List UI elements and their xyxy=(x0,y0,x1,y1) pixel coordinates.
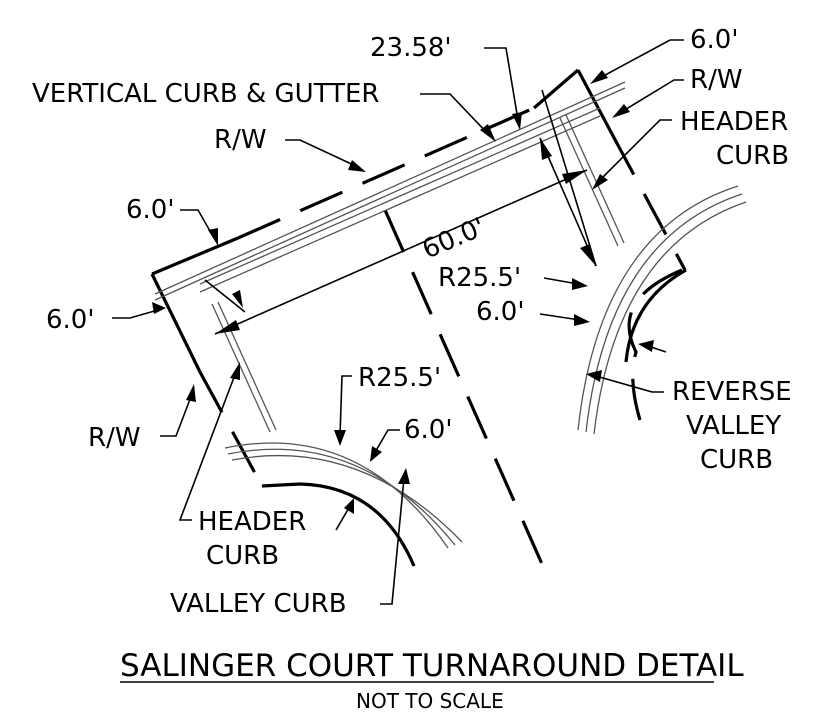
label-header-curb-right-2: CURB xyxy=(716,141,789,171)
label-reverse-valley-1: REVERSE xyxy=(672,377,792,407)
label-r25-right: R25.5' xyxy=(438,263,521,293)
header-curbs xyxy=(211,114,625,433)
label-dim-23-58: 23.58' xyxy=(370,33,452,63)
label-rw-top: R/W xyxy=(214,125,267,155)
reverse-valley-curb-tail xyxy=(624,268,687,363)
label-rw-bottom-left: R/W xyxy=(88,423,141,453)
curb-gutter-lines xyxy=(154,81,626,301)
label-dim-6-left-lower: 6.0' xyxy=(46,305,95,335)
right-curb-arcs xyxy=(577,185,747,435)
label-rw-top-right: R/W xyxy=(690,65,743,95)
label-header-curb-left-2: CURB xyxy=(206,541,279,571)
label-r25-bottom: R25.5' xyxy=(358,363,441,393)
label-dim-6-bottom: 6.0' xyxy=(404,415,453,445)
label-reverse-valley-3: CURB xyxy=(700,445,773,475)
drawing-subtitle: NOT TO SCALE xyxy=(356,689,504,713)
label-dim-6-right-mid: 6.0' xyxy=(476,297,525,327)
drawing-title: SALINGER COURT TURNAROUND DETAIL xyxy=(120,648,744,684)
leaders xyxy=(112,39,684,605)
label-valley-curb: VALLEY CURB xyxy=(170,589,347,619)
reverse-valley-curb-arc xyxy=(627,268,683,421)
dimension-23-58 xyxy=(539,89,597,267)
label-header-curb-right-1: HEADER xyxy=(680,107,788,137)
label-vertical-curb-gutter: VERTICAL CURB & GUTTER xyxy=(32,79,380,109)
label-reverse-valley-2: VALLEY xyxy=(686,411,781,441)
label-dim-6-top-right: 6.0' xyxy=(690,25,739,55)
dimension-60 xyxy=(214,169,588,335)
valley-curb-arcs xyxy=(224,442,463,549)
dimension-6-left xyxy=(204,279,246,313)
label-header-curb-left-1: HEADER xyxy=(198,507,306,537)
label-dim-6-left-upper: 6.0' xyxy=(126,195,175,225)
label-dim-60: 60.0' xyxy=(418,212,490,265)
